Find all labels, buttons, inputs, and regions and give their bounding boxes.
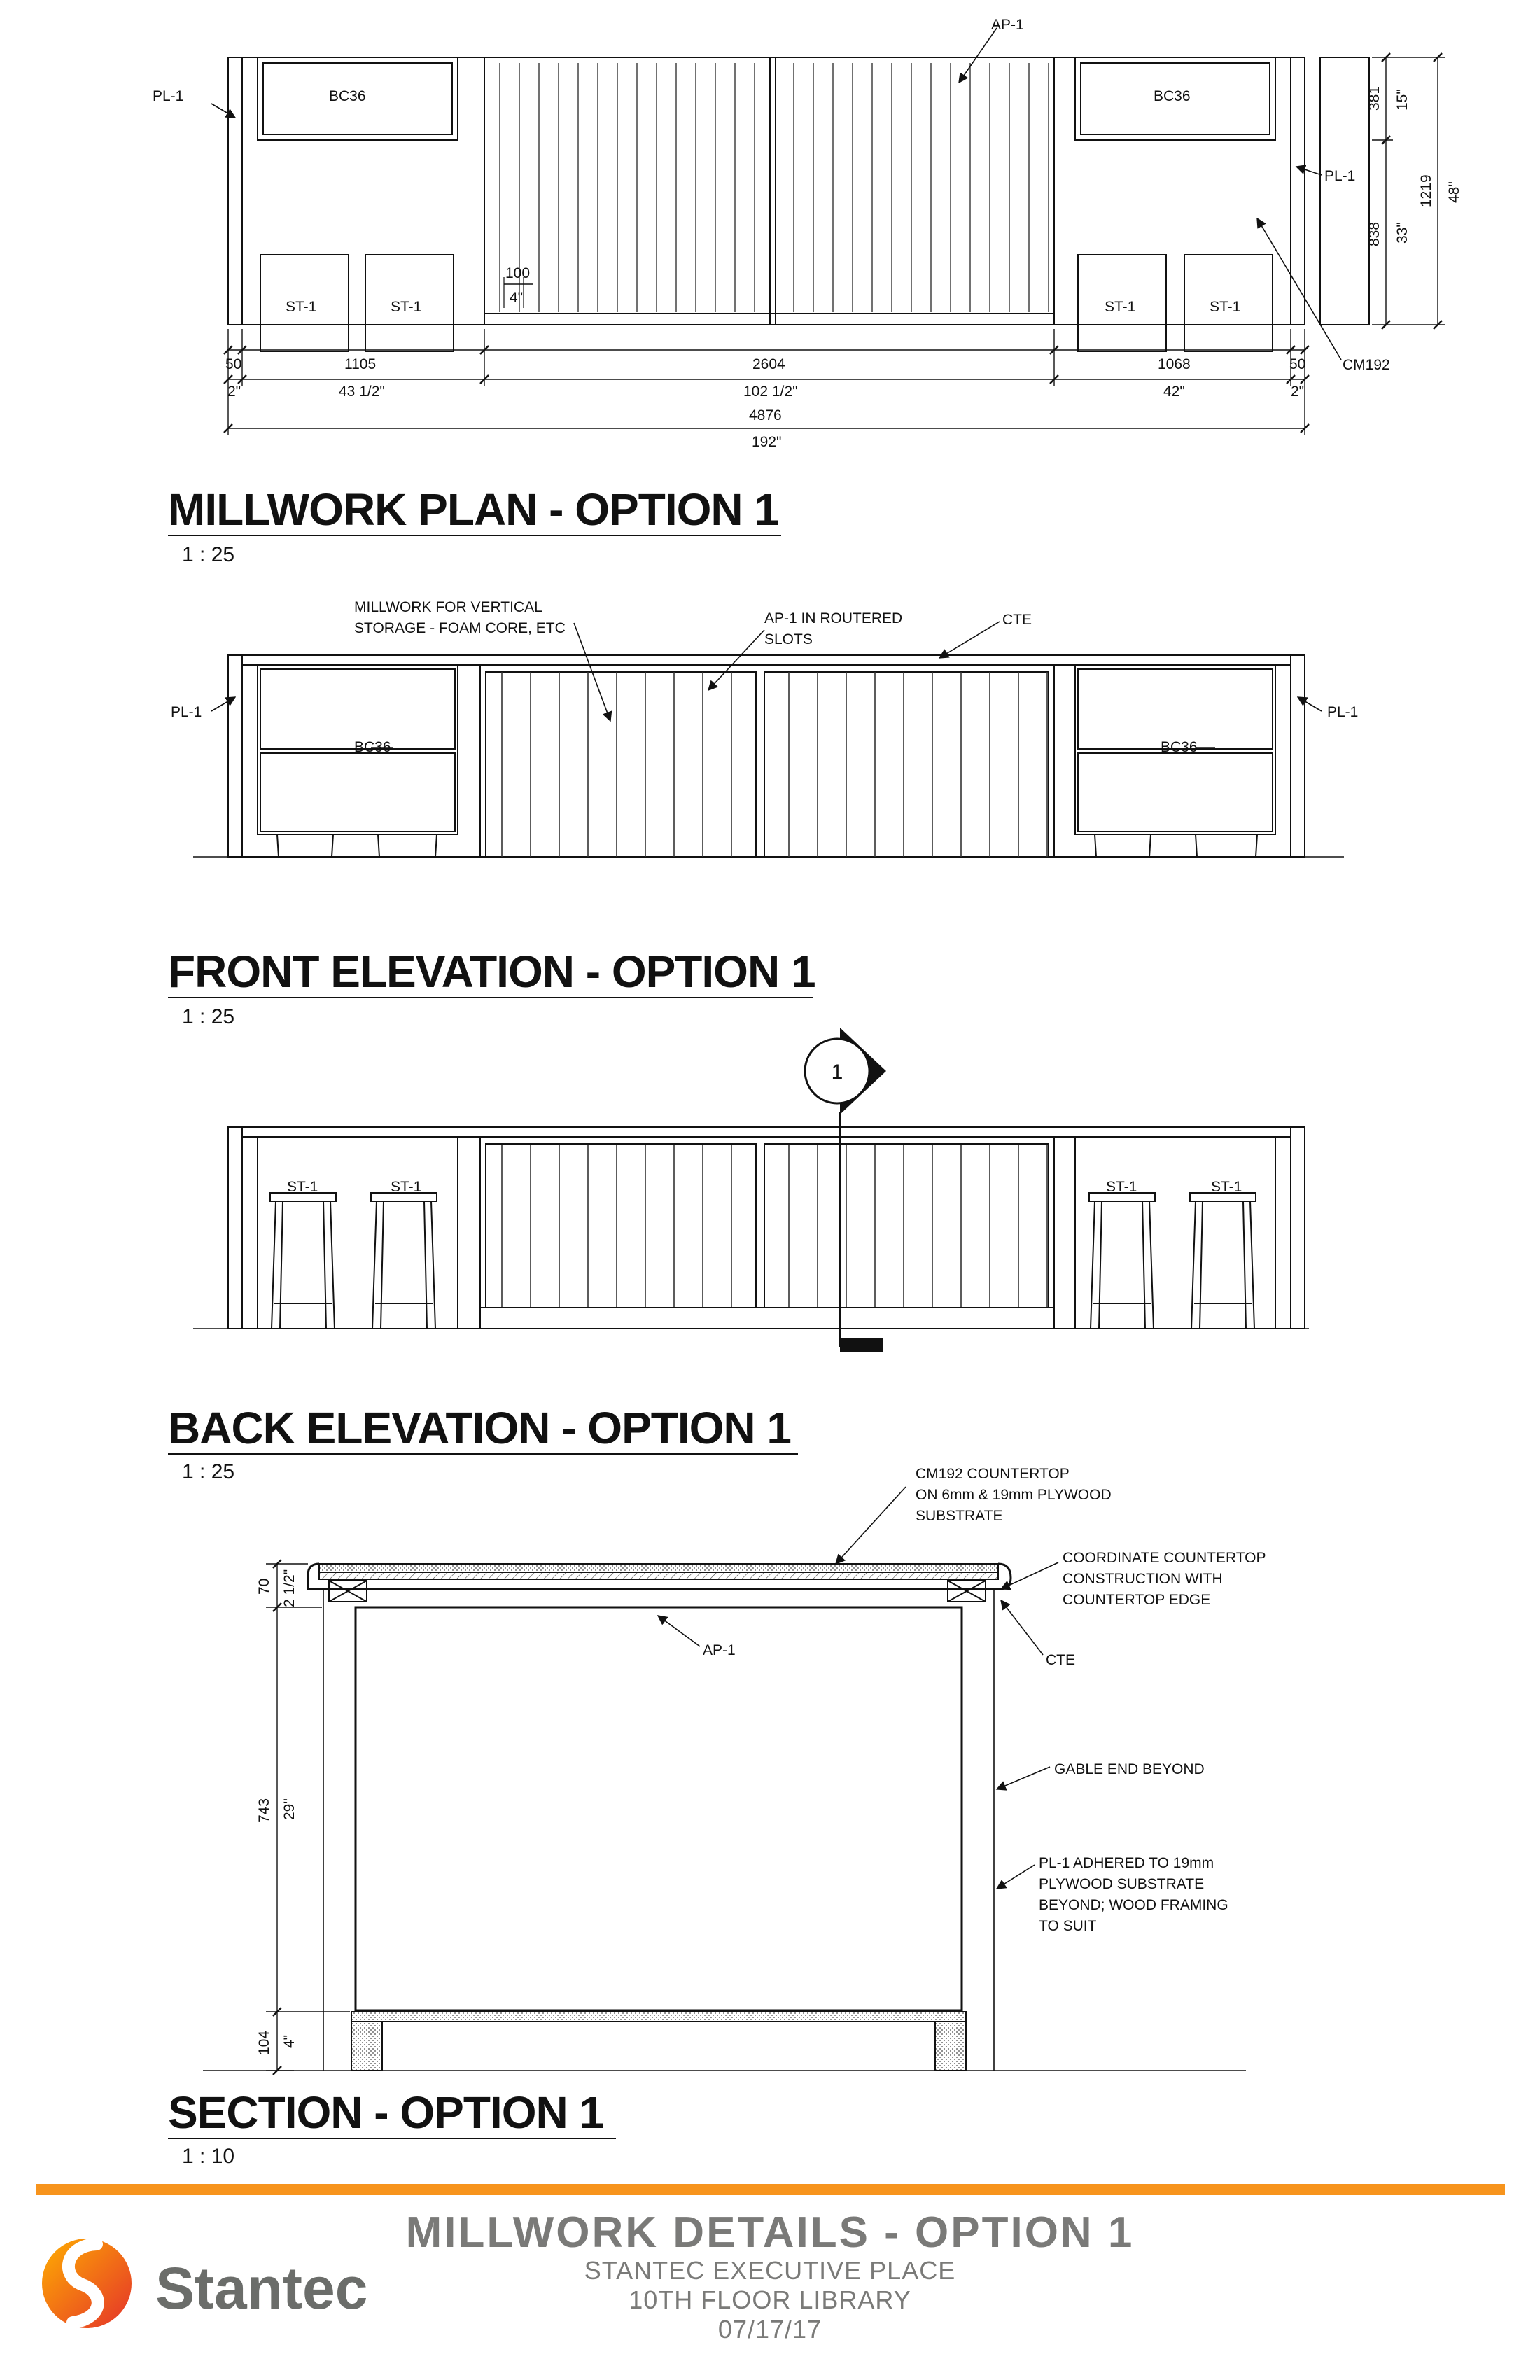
plan-label-pl1-right: PL-1 [1324, 168, 1355, 184]
section-dim-mid-in: 29" [281, 1798, 298, 1820]
section-drawing [203, 1486, 1246, 2076]
front-title: FRONT ELEVATION - OPTION 1 [168, 946, 816, 997]
front-label-ap1-line2: SLOTS [764, 631, 813, 648]
back-label-st1: ST-1 [1106, 1179, 1137, 1195]
front-elevation-drawing [193, 621, 1344, 858]
section-scale: 1 : 10 [182, 2145, 234, 2168]
plan-dim-end-left-in: 2" [227, 384, 241, 400]
front-label-storage-line2: STORAGE - FOAM CORE, ETC [354, 620, 566, 636]
section-dim-top-mm: 70 [256, 1578, 272, 1595]
front-label-bc36-right: BC36 [1161, 739, 1198, 755]
front-label-storage-line1: MILLWORK FOR VERTICAL [354, 599, 542, 615]
plan-dim-right-in: 42" [1163, 384, 1185, 400]
plan-scale: 1 : 25 [182, 543, 234, 566]
front-label-pl1-right: PL-1 [1327, 704, 1358, 720]
front-label-ap1-line1: AP-1 IN ROUTERED [764, 610, 902, 626]
section-label-coord-line2: CONSTRUCTION WITH [1063, 1571, 1223, 1587]
plan-dim-total-in: 192" [752, 434, 782, 450]
plan-label-st1: ST-1 [391, 299, 421, 315]
front-label-pl1-left: PL-1 [171, 704, 202, 720]
section-label-cm192-line3: SUBSTRATE [916, 1508, 1002, 1524]
footer-project: STANTEC EXECUTIVE PLACE [584, 2256, 955, 2285]
plan-label-ap1: AP-1 [991, 17, 1024, 33]
plan-dim-bot-mm: 838 [1366, 222, 1382, 246]
plan-label-st1: ST-1 [1210, 299, 1240, 315]
footer-accent-bar [36, 2184, 1505, 2195]
plan-dim-top-in: 15" [1394, 89, 1410, 111]
section-label-cm192-line2: ON 6mm & 19mm PLYWOOD [916, 1487, 1112, 1503]
section-label-pl1-line2: PLYWOOD SUBSTRATE [1039, 1876, 1204, 1892]
plan-label-bc36-left: BC36 [329, 88, 366, 104]
plan-title: MILLWORK PLAN - OPTION 1 [168, 484, 778, 535]
section-dim-bot-in: 4" [281, 2035, 298, 2048]
plan-dim-left-in: 43 1/2" [339, 384, 385, 400]
footer-date: 07/17/17 [718, 2315, 822, 2344]
section-dim-top-in: 2 1/2" [281, 1569, 298, 1607]
section-dim-mid-mm: 743 [256, 1798, 272, 1823]
plan-dim-end-left-mm: 50 [225, 356, 241, 372]
plan-dim-top-mm: 381 [1366, 86, 1382, 111]
back-elevation-drawing [193, 1126, 1309, 1329]
brand-name: Stantec [155, 2255, 368, 2321]
plan-dim-depth-mm: 1219 [1418, 174, 1434, 207]
section-label-coord-line1: COORDINATE COUNTERTOP [1063, 1550, 1266, 1566]
section-title: SECTION - OPTION 1 [168, 2087, 603, 2138]
plan-dim-end-right-mm: 50 [1289, 356, 1306, 372]
section-label-pl1-line1: PL-1 ADHERED TO 19mm [1039, 1855, 1214, 1871]
plan-dim-end-right-in: 2" [1291, 384, 1304, 400]
plan-dim-mid-mm: 2604 [752, 356, 785, 372]
back-label-st1: ST-1 [287, 1179, 318, 1195]
plan-dim-left-mm: 1105 [344, 356, 376, 372]
footer-location: 10TH FLOOR LIBRARY [629, 2286, 911, 2314]
plan-label-st1: ST-1 [1105, 299, 1135, 315]
section-dim-bot-mm: 104 [256, 2031, 272, 2055]
front-scale: 1 : 25 [182, 1005, 234, 1028]
plan-dim-slot-mm: 100 [505, 265, 530, 281]
back-label-st1: ST-1 [1211, 1179, 1242, 1195]
plan-label-bc36-right: BC36 [1154, 88, 1191, 104]
plan-dim-right-mm: 1068 [1158, 356, 1191, 372]
plan-dim-total-mm: 4876 [749, 407, 782, 424]
section-label-pl1-line3: BEYOND; WOOD FRAMING [1039, 1897, 1228, 1913]
section-cut-marker: 1 [804, 1028, 886, 1352]
back-scale: 1 : 25 [182, 1460, 234, 1483]
front-label-bc36-left: BC36 [354, 739, 391, 755]
section-label-coord-line3: COUNTERTOP EDGE [1063, 1592, 1210, 1608]
plan-label-pl1-left: PL-1 [153, 88, 183, 104]
section-marker-number: 1 [832, 1060, 844, 1084]
section-label-gable: GABLE END BEYOND [1054, 1761, 1205, 1777]
back-title: BACK ELEVATION - OPTION 1 [168, 1403, 791, 1453]
plan-label-st1: ST-1 [286, 299, 316, 315]
plan-dim-slot-in: 4" [510, 290, 523, 306]
section-label-cm192-line1: CM192 COUNTERTOP [916, 1466, 1070, 1482]
stantec-logo-icon [39, 2236, 134, 2331]
plan-dim-mid-in: 102 1/2" [743, 384, 798, 400]
millwork-plan-drawing [211, 27, 1445, 435]
section-label-pl1-line4: TO SUIT [1039, 1918, 1097, 1934]
section-label-ap1: AP-1 [703, 1642, 736, 1658]
plan-dim-bot-in: 33" [1394, 222, 1410, 244]
front-label-cte: CTE [1002, 612, 1032, 628]
plan-dim-depth-in: 48" [1446, 181, 1462, 203]
footer-title: MILLWORK DETAILS - OPTION 1 [406, 2208, 1135, 2257]
section-label-cte: CTE [1046, 1652, 1075, 1668]
plan-label-cm192: CM192 [1343, 357, 1390, 373]
back-label-st1: ST-1 [391, 1179, 421, 1195]
